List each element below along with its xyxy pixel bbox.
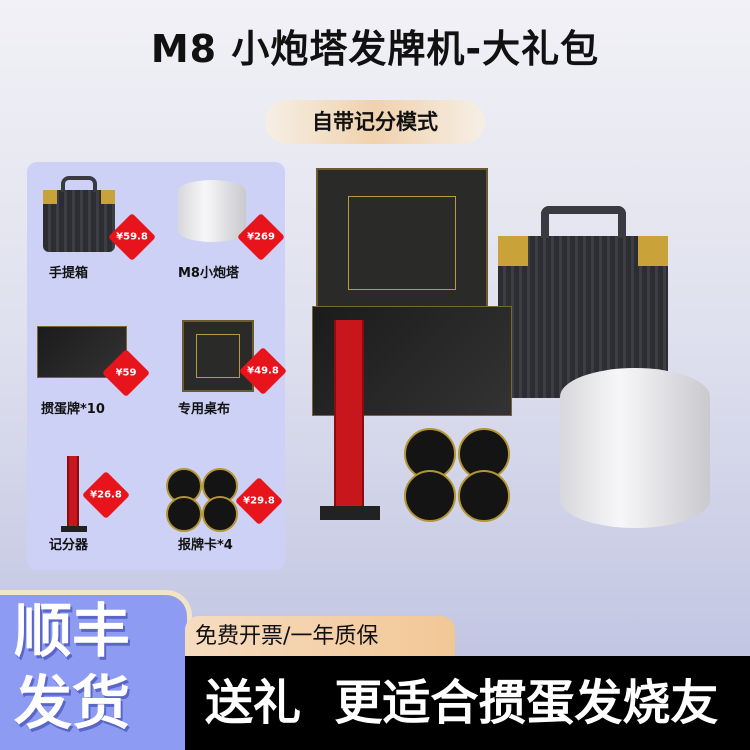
item-label: 专用桌布 — [178, 402, 231, 417]
item-label: M8小炮塔 — [178, 266, 239, 281]
score-counter-icon — [334, 320, 364, 510]
items-panel: ¥59.8 手提箱 ¥269 M8小炮塔 ¥59 掼蛋牌*10 ¥49.8 专用… — [27, 162, 288, 570]
suitcase-icon — [43, 176, 115, 252]
shipping-line1: 顺丰 — [14, 597, 131, 665]
item-tower: ¥269 M8小炮塔 — [156, 162, 286, 298]
table-mat-icon — [182, 320, 254, 392]
page-title: M8 小炮塔发牌机-大礼包 — [150, 27, 600, 71]
item-label: 记分器 — [49, 538, 89, 553]
item-suitcase: ¥59.8 手提箱 — [27, 162, 157, 298]
card-dealer-tower-icon — [560, 368, 710, 528]
price-badge: ¥29.8 — [234, 476, 284, 526]
price-badge: ¥59.8 — [107, 212, 157, 262]
item-mat: ¥49.8 专用桌布 — [156, 298, 288, 434]
shipping-line2: 发货 — [14, 669, 131, 737]
item-label: 掼蛋牌*10 — [41, 402, 105, 417]
score-counter-icon — [67, 456, 79, 526]
item-label: 报牌卡*4 — [178, 538, 233, 553]
item-scorer: ¥26.8 记分器 — [27, 434, 156, 570]
item-cards: ¥59 掼蛋牌*10 — [27, 298, 156, 434]
price-badge: ¥26.8 — [81, 470, 131, 520]
item-call-cards: ¥29.8 报牌卡*4 — [156, 434, 285, 570]
item-label: 手提箱 — [49, 266, 89, 281]
warranty-label: 免费开票/一年质保 — [185, 616, 455, 658]
shipping-badge: 顺丰 发货 — [0, 590, 192, 750]
playing-cards-box-icon — [37, 326, 127, 378]
table-mat-icon — [316, 168, 488, 318]
feature-pill: 自带记分模式 — [265, 100, 485, 144]
slogan-banner: 送礼 更适合掼蛋发烧友 — [185, 656, 750, 750]
card-dealer-tower-icon — [178, 180, 246, 242]
